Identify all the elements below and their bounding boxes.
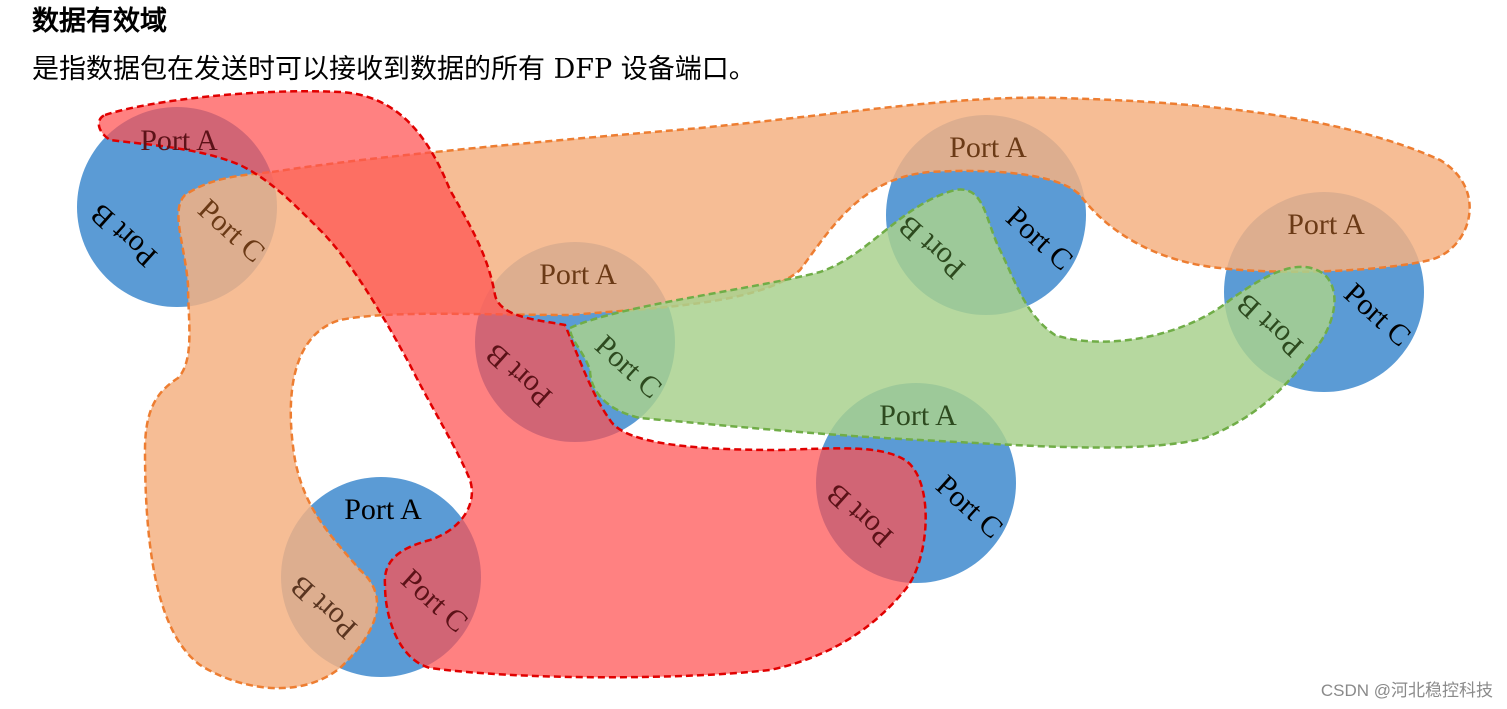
device-4-port-a-label: Port A	[949, 131, 1027, 164]
device-1-port-a-label: Port A	[140, 124, 218, 157]
green-data-domain	[568, 188, 1336, 449]
page-description: 是指数据包在发送时可以接收到数据的所有 DFP 设备端口。	[32, 54, 756, 85]
device-3-port-a-label: Port A	[344, 493, 422, 526]
device-6-port-a-label: Port A	[879, 399, 957, 432]
red-data-domain	[97, 89, 927, 679]
watermark: CSDN @河北稳控科技	[1320, 681, 1493, 700]
page-title: 数据有效域	[32, 6, 167, 37]
device-2-port-a-label: Port A	[539, 258, 617, 291]
device-5-port-a-label: Port A	[1287, 208, 1365, 241]
